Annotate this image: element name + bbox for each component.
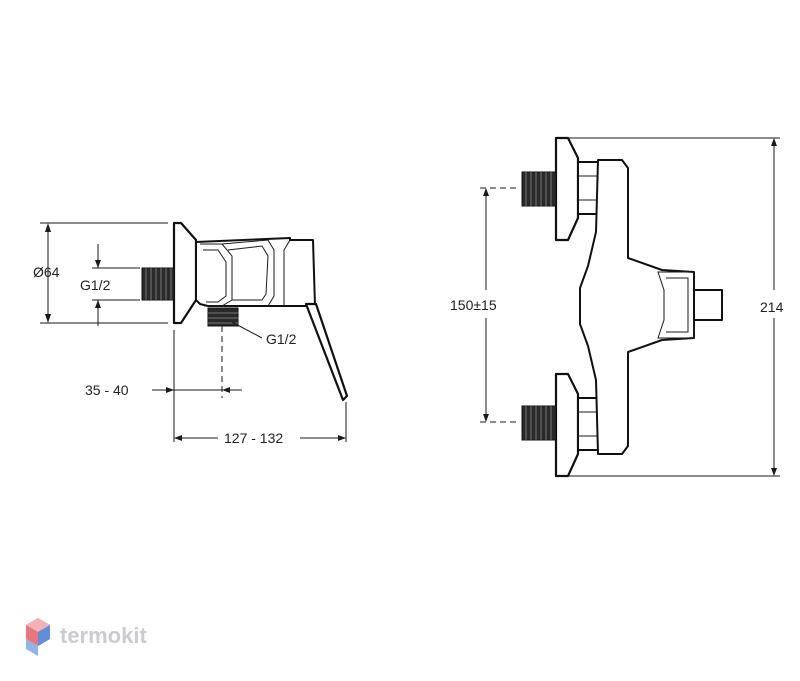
height-dimension <box>568 137 780 477</box>
offset-label: 35 - 40 <box>85 382 129 398</box>
inlet-thread-dimension <box>92 244 140 326</box>
diameter-label: Ø64 <box>33 264 60 280</box>
offset-dimension <box>152 330 242 442</box>
wall-flange <box>172 221 198 325</box>
top-eccentric-thread <box>521 171 557 207</box>
diameter-dimension <box>40 222 168 324</box>
top-nut <box>577 161 599 215</box>
outlet-thread-label: G1/2 <box>266 331 297 347</box>
termokit-logo-icon <box>26 618 50 656</box>
inlet-thread-label: G1/2 <box>80 277 111 293</box>
lever <box>304 302 349 402</box>
top-flange <box>554 136 580 242</box>
depth-dimension <box>174 402 347 442</box>
depth-label: 127 - 132 <box>224 430 283 446</box>
mixer-body <box>195 237 316 307</box>
bottom-nut <box>577 397 599 451</box>
outlet-leader <box>231 321 263 339</box>
front-view: 150±15 214 <box>450 136 784 478</box>
front-mixer-body <box>579 159 695 455</box>
height-label: 214 <box>760 299 784 315</box>
side-view: Ø64 G1/2 G1/2 35 - 40 <box>33 221 349 446</box>
spacing-label: 150±15 <box>450 297 497 313</box>
watermark-brand: termokit <box>60 623 147 648</box>
inlet-thread <box>141 267 175 301</box>
watermark: termokit <box>26 618 147 656</box>
spacing-dimension <box>483 188 489 422</box>
bottom-eccentric-thread <box>521 405 557 441</box>
front-lever <box>693 289 723 321</box>
bottom-flange <box>554 372 580 478</box>
